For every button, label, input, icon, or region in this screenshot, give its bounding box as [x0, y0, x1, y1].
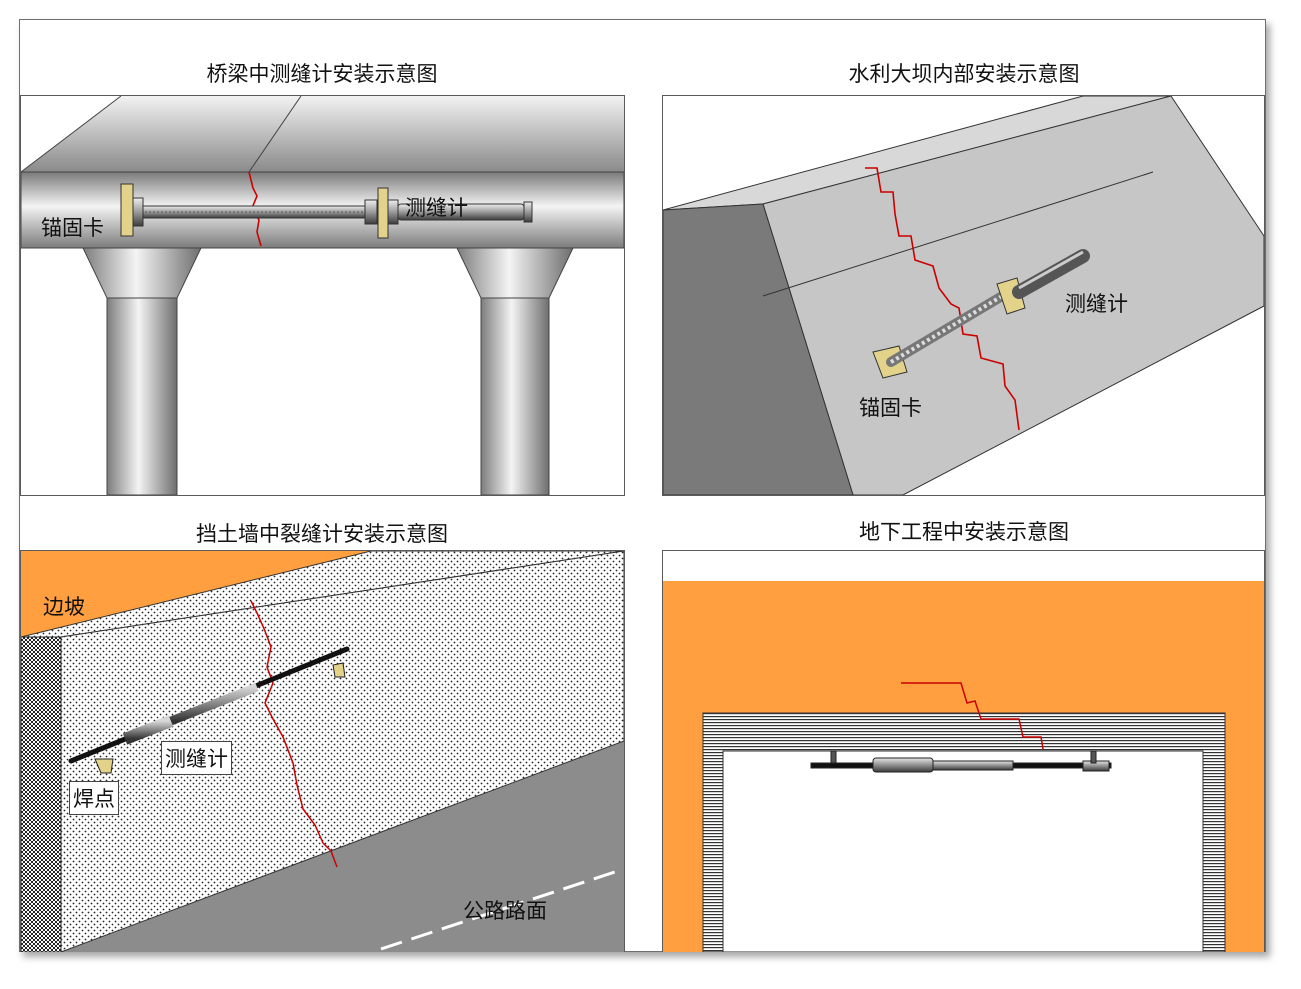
dam-panel: 测缝计 锚固卡 — [662, 95, 1265, 496]
wall-end — [21, 636, 62, 952]
bridge-pier-right — [456, 247, 574, 495]
tunnel-crack — [901, 682, 1044, 750]
bridge-title: 桥梁中测缝计安装示意图 — [206, 62, 438, 86]
wall-drawing — [21, 551, 624, 952]
dam-end-face — [663, 203, 854, 495]
dam-gauge-label: 测缝计 — [1065, 292, 1128, 316]
dam-crack — [865, 167, 1020, 431]
tunnel-drawing — [663, 551, 1264, 952]
dam-drawing — [663, 96, 1264, 495]
wall-panel: 边坡 测缝计 焊点 公路路面 — [20, 550, 625, 952]
bridge-drawing — [21, 96, 624, 495]
wall-road-label: 公路路面 — [463, 899, 547, 923]
bridge-panel: 锚固卡 测缝计 — [20, 95, 625, 496]
wall-crack — [250, 600, 338, 868]
dam-crack-gauge — [872, 249, 1090, 379]
tunnel-crack-gauge — [810, 750, 1112, 773]
tunnel-opening — [722, 750, 1204, 952]
bridge-pier-left — [82, 247, 202, 495]
wall-title: 挡土墙中裂缝计安装示意图 — [196, 522, 448, 546]
bridge-crack-gauge — [120, 183, 533, 239]
dam-anchor-label: 锚固卡 — [859, 396, 922, 420]
diagram-sheet: 桥梁中测缝计安装示意图 — [19, 19, 1266, 952]
bridge-deck-top — [21, 96, 624, 172]
tunnel-panel — [662, 550, 1265, 952]
wall-crack-gauge — [68, 646, 350, 774]
dam-title: 水利大坝内部安装示意图 — [848, 62, 1080, 86]
bridge-anchor-label: 锚固卡 — [41, 216, 104, 240]
bridge-gauge-label: 测缝计 — [405, 196, 468, 220]
tunnel-title: 地下工程中安装示意图 — [859, 520, 1069, 544]
wall-weld-label: 焊点 — [69, 781, 119, 815]
wall-slope-label: 边坡 — [43, 595, 85, 619]
wall-gauge-label: 测缝计 — [161, 741, 232, 775]
